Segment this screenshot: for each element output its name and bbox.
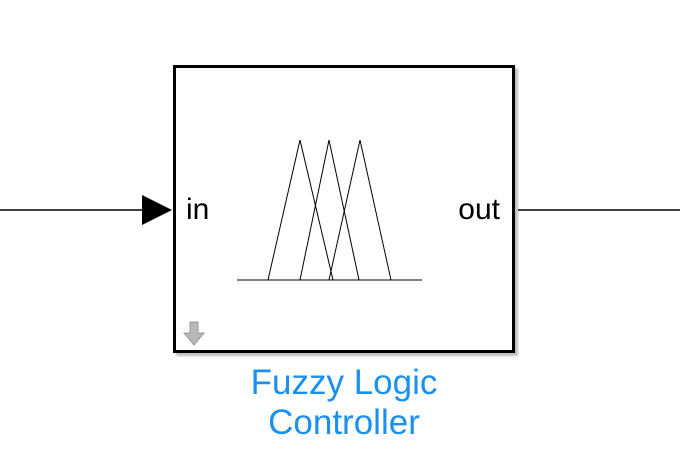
- input-port-label: in: [186, 193, 210, 226]
- output-port-label: out: [458, 193, 500, 226]
- input-arrowhead-icon: [142, 195, 172, 225]
- mf-triangle-1: [267, 139, 334, 281]
- mf-triangle-2: [299, 139, 360, 281]
- fuzzy-logic-controller-block[interactable]: in out: [173, 65, 515, 353]
- down-arrow-icon[interactable]: [182, 320, 206, 348]
- triangle-mf-icon: [237, 139, 422, 281]
- block-name-line-2: Controller: [268, 403, 420, 442]
- block-name-label[interactable]: Fuzzy Logic Controller: [173, 363, 515, 443]
- block-name-line-1: Fuzzy Logic: [250, 363, 438, 402]
- mf-triangle-3: [328, 139, 392, 281]
